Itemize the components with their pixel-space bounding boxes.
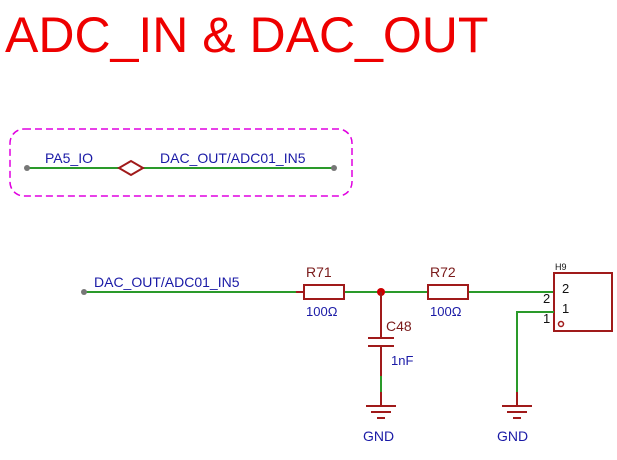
input-end-dot xyxy=(81,289,87,295)
h9-ref: H9 xyxy=(555,262,567,272)
r71-value: 100Ω xyxy=(306,304,338,319)
schematic-title: ADC_IN & DAC_OUT xyxy=(5,7,488,63)
r72-value: 100Ω xyxy=(430,304,462,319)
filter-circuit: DAC_OUT/ADC01_IN5 R71 100Ω R72 100Ω C48 … xyxy=(81,262,613,444)
net-tie-end-dot-left xyxy=(24,165,30,171)
h9-pin1-marker-icon xyxy=(557,320,565,328)
wire-h9-gnd xyxy=(516,311,554,392)
net-label-dac-out-input: DAC_OUT/ADC01_IN5 xyxy=(94,274,240,290)
h9-pin-number-2: 2 xyxy=(543,291,550,306)
gnd-symbol-right-icon xyxy=(502,392,532,419)
h9-header-body xyxy=(553,272,613,332)
r72-resistor xyxy=(427,284,469,300)
net-label-dac-out-tie: DAC_OUT/ADC01_IN5 xyxy=(160,150,306,166)
net-tie-diamond-icon xyxy=(117,159,145,177)
c48-ref: C48 xyxy=(386,318,412,334)
net-label-pa5-io: PA5_IO xyxy=(45,150,93,166)
c48-value: 1nF xyxy=(391,353,413,368)
gnd-label-left: GND xyxy=(363,428,394,444)
h9-pin-number-1: 1 xyxy=(543,311,550,326)
h9-pin-label-2: 2 xyxy=(562,281,569,296)
r71-resistor xyxy=(303,284,345,300)
net-tie-boundary xyxy=(9,128,353,197)
h9-pin-label-1: 1 xyxy=(562,301,569,316)
net-tie-end-dot-right xyxy=(331,165,337,171)
net-tie-group: PA5_IO DAC_OUT/ADC01_IN5 xyxy=(9,128,353,197)
gnd-symbol-left-icon xyxy=(366,392,396,419)
r71-ref: R71 xyxy=(306,264,332,280)
r72-ref: R72 xyxy=(430,264,456,280)
gnd-label-right: GND xyxy=(497,428,528,444)
